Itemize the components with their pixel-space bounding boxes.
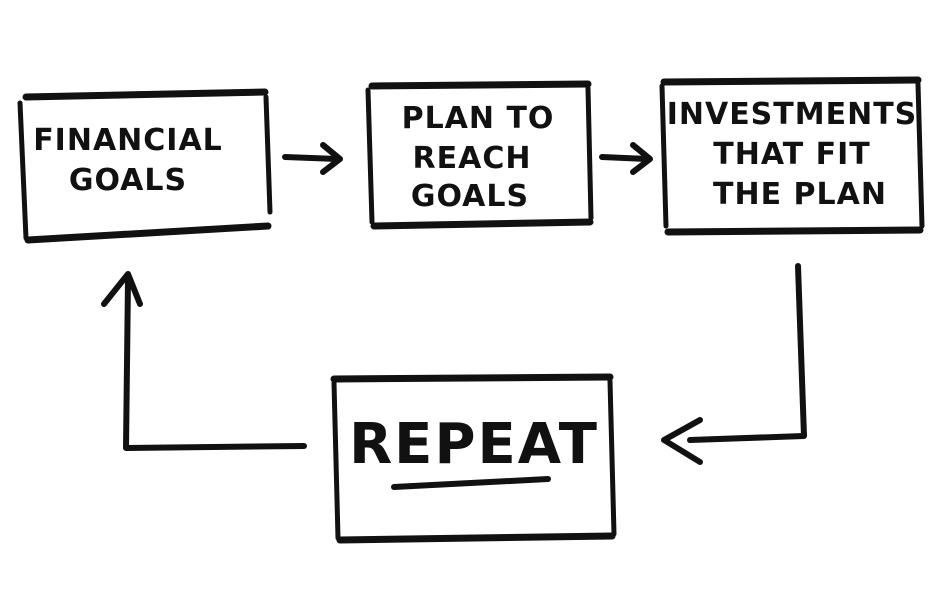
- node-plan-to-reach-goals: PLAN TO REACH GOALS: [365, 80, 594, 230]
- arrow-repeat-to-goals: [101, 271, 307, 451]
- repeat-underline: [391, 476, 551, 490]
- arrow-investments-to-repeat: [661, 263, 807, 465]
- node-plan-line-3: GOALS: [411, 179, 529, 214]
- node-plan-line-1: PLAN TO: [402, 101, 555, 136]
- node-financial-goals-line-1: FINANCIAL: [33, 123, 223, 158]
- node-plan-line-2: REACH: [413, 141, 532, 176]
- node-repeat: REPEAT: [330, 373, 617, 544]
- node-financial-goals: FINANCIAL GOALS: [17, 88, 273, 244]
- node-repeat-label: REPEAT: [349, 412, 599, 477]
- node-investments-line-2: THAT FIT: [713, 137, 871, 172]
- node-investments-line-3: THE PLAN: [713, 177, 887, 212]
- arrow-goals-to-plan: [282, 142, 343, 175]
- node-financial-goals-line-2: GOALS: [69, 163, 187, 198]
- arrow-plan-to-investments: [599, 142, 653, 175]
- node-investments: INVESTMENTS THAT FIT THE PLAN: [659, 76, 925, 236]
- node-investments-line-1: INVESTMENTS: [667, 97, 918, 132]
